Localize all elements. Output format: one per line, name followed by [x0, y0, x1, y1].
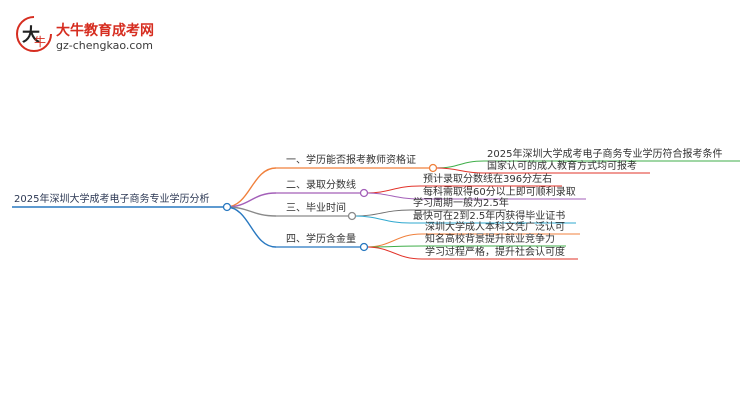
leaf-3-2-label[interactable]: 最快可在2到2.5年内获得毕业证书 — [413, 211, 566, 222]
branch-4-connector — [225, 206, 277, 248]
leaf-4-1-connector — [365, 233, 423, 248]
branch-1-connector — [225, 167, 277, 208]
branch-1-node-toggle — [428, 163, 438, 173]
leaf-2-1-connector — [365, 185, 421, 194]
leaf-3-1-connector — [353, 209, 411, 217]
root-node-label[interactable]: 2025年深圳大学成考电子商务专业学历分析 — [14, 194, 210, 205]
leaf-1-2-label[interactable]: 国家认可的成人教育方式均可报考 — [487, 161, 637, 172]
root-node-toggle — [222, 202, 232, 212]
branch-2-node-toggle — [359, 188, 369, 198]
site-logo[interactable]: 大 牛 大牛教育成考网 gz-chengkao.com — [14, 14, 164, 56]
logo-url: gz-chengkao.com — [56, 39, 153, 52]
leaf-1-1-connector — [435, 160, 485, 169]
leaf-4-1-label[interactable]: 深圳大学成人本科文凭广泛认可 — [425, 222, 565, 233]
branch-2-label[interactable]: 二、录取分数线 — [286, 180, 356, 191]
leaf-3-1-label[interactable]: 学习周期一般为2.5年 — [413, 198, 509, 209]
branch-1-label[interactable]: 一、学历能否报考教师资格证 — [286, 155, 416, 166]
leaf-3-2-connector — [353, 215, 411, 224]
leaf-2-2-label[interactable]: 每科需取得60分以上即可顺利录取 — [423, 187, 576, 198]
branch-4-label[interactable]: 四、学历含金量 — [286, 234, 356, 245]
logo-title: 大牛教育成考网 — [56, 23, 154, 39]
branch-4-node-toggle — [359, 242, 369, 252]
leaf-2-2-connector — [365, 192, 421, 200]
leaf-1-1-label[interactable]: 2025年深圳大学成考电子商务专业学历符合报考条件 — [487, 149, 723, 160]
branch-3-node-toggle — [347, 211, 357, 221]
leaf-4-2-label[interactable]: 知名高校背景提升就业竞争力 — [425, 234, 555, 245]
leaf-2-1-label[interactable]: 预计录取分数线在396分左右 — [423, 174, 553, 185]
leaf-4-3-connector — [365, 246, 423, 260]
svg-text:牛: 牛 — [34, 34, 46, 49]
leaf-4-3-label[interactable]: 学习过程严格，提升社会认可度 — [425, 247, 565, 258]
branch-3-label[interactable]: 三、毕业时间 — [286, 203, 346, 214]
leaf-1-2-connector — [435, 167, 485, 174]
bull-logo-icon: 大 牛 — [16, 16, 52, 52]
svg-text:大: 大 — [22, 24, 40, 46]
